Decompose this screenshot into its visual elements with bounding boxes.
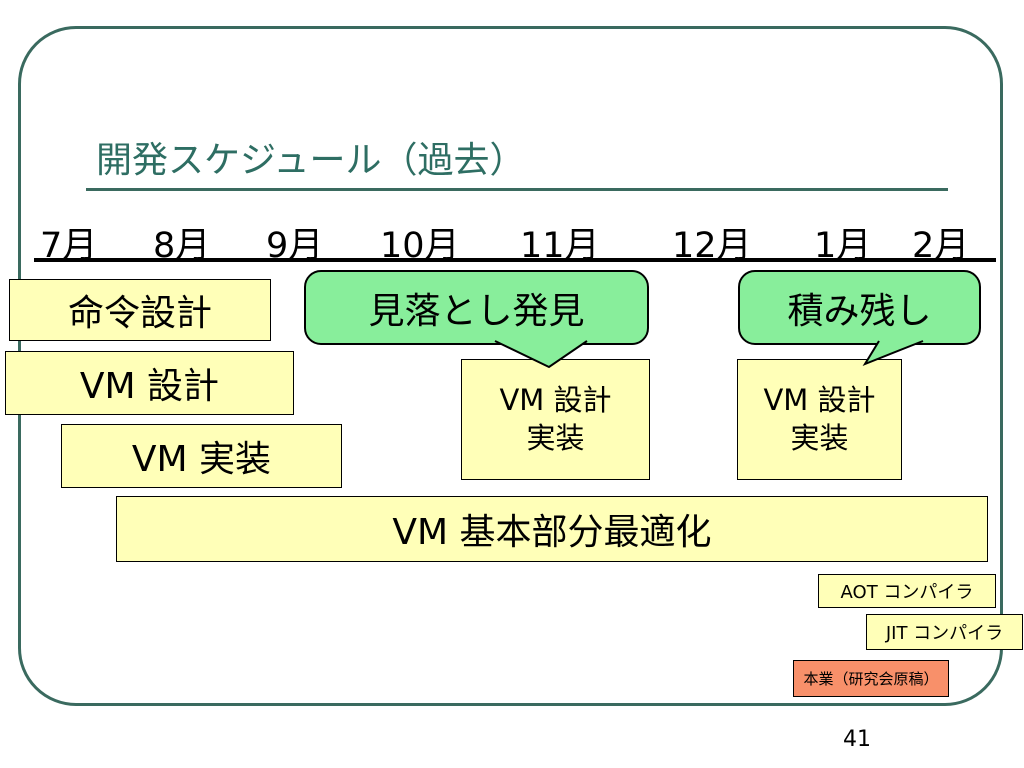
task-vm-design-impl-nov: VM 設計 実装 <box>461 359 650 480</box>
task-line-2: 実装 <box>790 420 849 455</box>
task-line-2: 実装 <box>526 420 585 455</box>
task-vm-design: VM 設計 <box>5 351 294 415</box>
callout-oversight-tail <box>494 340 588 369</box>
task-aot-compiler: AOT コンパイラ <box>818 574 996 608</box>
task-vm-design-impl-jan: VM 設計 実装 <box>737 359 902 480</box>
task-vm-implementation: VM 実装 <box>61 424 342 488</box>
callout-leftover-tail <box>862 340 924 367</box>
page-number: 41 <box>843 727 871 752</box>
title-underline <box>86 188 948 191</box>
task-line-1: VM 設計 <box>763 383 876 418</box>
task-line-1: VM 設計 <box>499 383 612 418</box>
callout-leftover: 積み残し <box>738 270 981 345</box>
month-axis-line <box>34 258 996 262</box>
slide-title: 開発スケジュール（過去） <box>96 140 526 181</box>
task-jit-compiler: JIT コンパイラ <box>866 614 1023 650</box>
task-main-job-paper: 本業（研究会原稿） <box>793 660 949 697</box>
task-vm-core-optimization: VM 基本部分最適化 <box>116 496 988 562</box>
task-instruction-design: 命令設計 <box>9 279 271 341</box>
callout-oversight-found: 見落とし発見 <box>304 270 649 345</box>
